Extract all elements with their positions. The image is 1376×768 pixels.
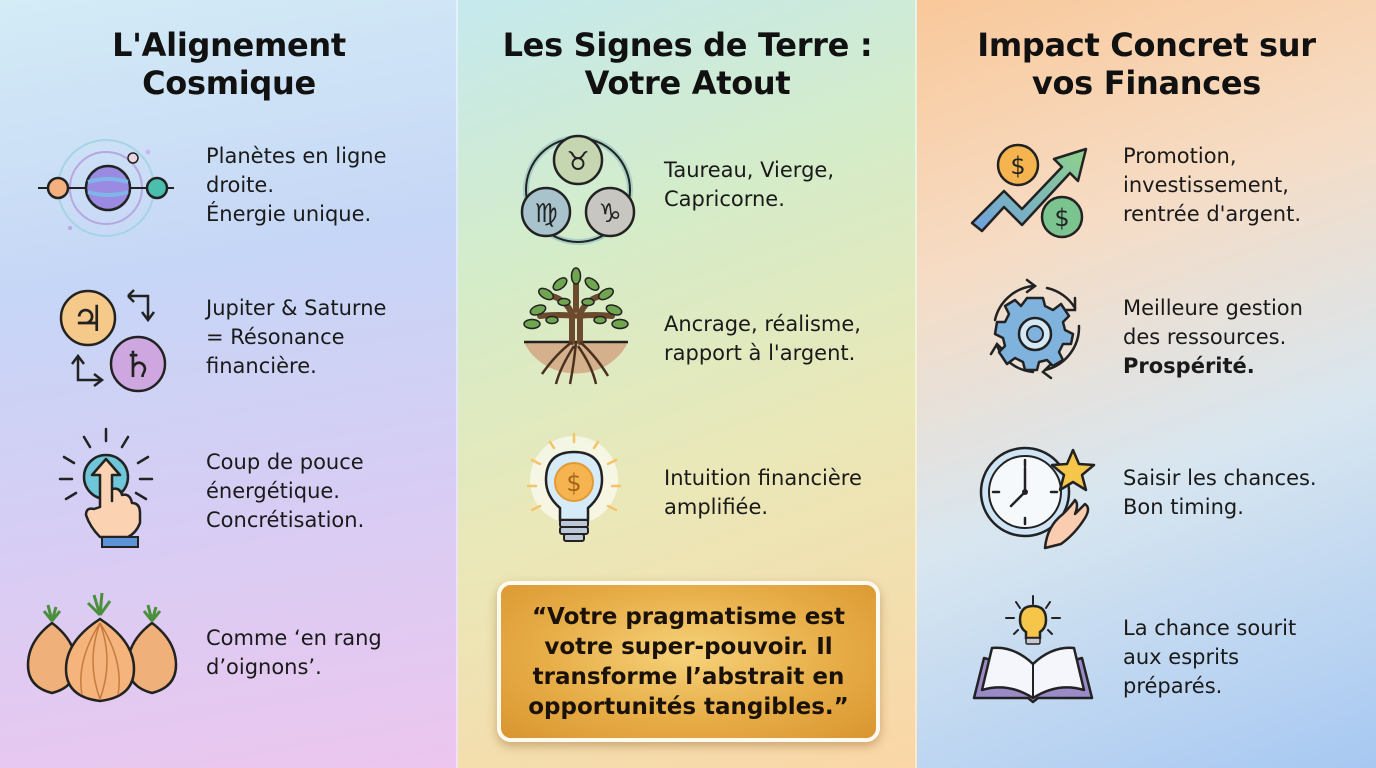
- text-line: droite.: [206, 173, 275, 197]
- title-line: Les Signes de Terre :: [502, 26, 873, 64]
- item-text: Ancrage, réalisme, rapport à l'argent.: [664, 310, 861, 368]
- text-line: rapport à l'argent.: [664, 341, 856, 365]
- text-line: amplifiée.: [664, 495, 769, 519]
- item-text: Taureau, Vierge, Capricorne.: [664, 156, 834, 214]
- onions-icon: [26, 592, 178, 716]
- text-line: Bon timing.: [1123, 495, 1244, 519]
- title-line: Impact Concret sur: [977, 26, 1316, 64]
- svg-text:$: $: [1054, 204, 1069, 232]
- column-title: L'Alignement Cosmique: [0, 26, 458, 102]
- tree-roots-icon: [506, 267, 646, 392]
- column-title: Impact Concret sur vos Finances: [917, 26, 1376, 102]
- text-line: Planètes en ligne: [206, 144, 387, 168]
- text-line: Comme ‘en rang: [206, 626, 382, 650]
- text-line: Jupiter & Saturne: [206, 296, 387, 320]
- svg-text:♑: ♑: [598, 199, 621, 229]
- earth-signs-icon: ♉ ♍ ♑: [508, 128, 648, 248]
- item-text: Intuition financière amplifiée.: [664, 464, 862, 522]
- gear-cycle-icon: [965, 272, 1105, 392]
- planets-aligned-icon: [36, 126, 176, 246]
- text-line: d’oignons’.: [206, 655, 322, 679]
- money-lightbulb-icon: $: [504, 432, 644, 552]
- title-line: Cosmique: [142, 64, 316, 102]
- text-line: = Résonance: [206, 325, 345, 349]
- column-alignement-cosmique: L'Alignement Cosmique Planètes en ligne …: [0, 0, 458, 768]
- svg-text:$: $: [1010, 152, 1025, 180]
- quote-line: “Votre pragmatisme est: [531, 603, 846, 630]
- finger-press-icon: [36, 427, 176, 548]
- item-text: La chance sourit aux esprits préparés.: [1123, 614, 1296, 701]
- item-text: Jupiter & Saturne = Résonance financière…: [206, 294, 386, 381]
- text-line-bold: Prospérité.: [1123, 354, 1255, 378]
- text-line: Meilleure gestion: [1123, 296, 1303, 320]
- text-line: énergétique.: [206, 479, 340, 503]
- text-line: Ancrage, réalisme,: [664, 312, 861, 336]
- text-line: Concrétisation.: [206, 508, 365, 532]
- text-line: des ressources.: [1123, 325, 1287, 349]
- book-lightbulb-icon: [963, 594, 1103, 714]
- text-line: La chance sourit: [1123, 616, 1297, 640]
- item-text: Meilleure gestion des ressources. Prospé…: [1123, 294, 1303, 381]
- quote-line: votre super-pouvoir. Il: [544, 633, 833, 660]
- text-line: aux esprits: [1123, 645, 1240, 669]
- item-text: Promotion, investissement, rentrée d'arg…: [1123, 142, 1301, 229]
- text-line: Coup de pouce: [206, 450, 364, 474]
- text-line: Intuition financière: [664, 466, 862, 490]
- column-signes-de-terre: Les Signes de Terre : Votre Atout ♉ ♍ ♑ …: [458, 0, 917, 768]
- item-text: Comme ‘en rang d’oignons’.: [206, 624, 382, 682]
- quote-line: transforme l’abstrait en: [532, 663, 845, 690]
- item-text: Saisir les chances. Bon timing.: [1123, 464, 1317, 522]
- quote-box: “Votre pragmatisme est votre super-pouvo…: [497, 581, 880, 742]
- text-line: financière.: [206, 354, 317, 378]
- text-line: Saisir les chances.: [1123, 466, 1317, 490]
- text-line: Capricorne.: [664, 187, 785, 211]
- title-line: Votre Atout: [584, 64, 791, 102]
- column-impact-finances: Impact Concret sur vos Finances $ $ Pro: [917, 0, 1376, 768]
- item-text: Planètes en ligne droite. Énergie unique…: [206, 142, 387, 229]
- svg-text:$: $: [566, 469, 581, 497]
- svg-text:♍: ♍: [534, 199, 557, 229]
- svg-text:♄: ♄: [122, 345, 154, 386]
- svg-text:♃: ♃: [72, 299, 104, 340]
- text-line: Promotion,: [1123, 144, 1237, 168]
- svg-text:♉: ♉: [566, 147, 589, 177]
- quote-line: opportunités tangibles.”: [528, 693, 849, 720]
- text-line: investissement,: [1123, 173, 1289, 197]
- title-line: vos Finances: [1031, 64, 1262, 102]
- column-title: Les Signes de Terre : Votre Atout: [458, 26, 917, 102]
- money-growth-arrow-icon: $ $: [963, 132, 1103, 252]
- jupiter-saturn-icon: ♃ ♄: [46, 278, 186, 398]
- text-line: rentrée d'argent.: [1123, 202, 1302, 226]
- title-line: L'Alignement: [112, 26, 346, 64]
- text-line: préparés.: [1123, 674, 1223, 698]
- text-line: Taureau, Vierge,: [664, 158, 834, 182]
- clock-star-icon: [967, 432, 1107, 552]
- item-text: Coup de pouce énergétique. Concrétisatio…: [206, 448, 364, 535]
- text-line: Énergie unique.: [206, 202, 372, 226]
